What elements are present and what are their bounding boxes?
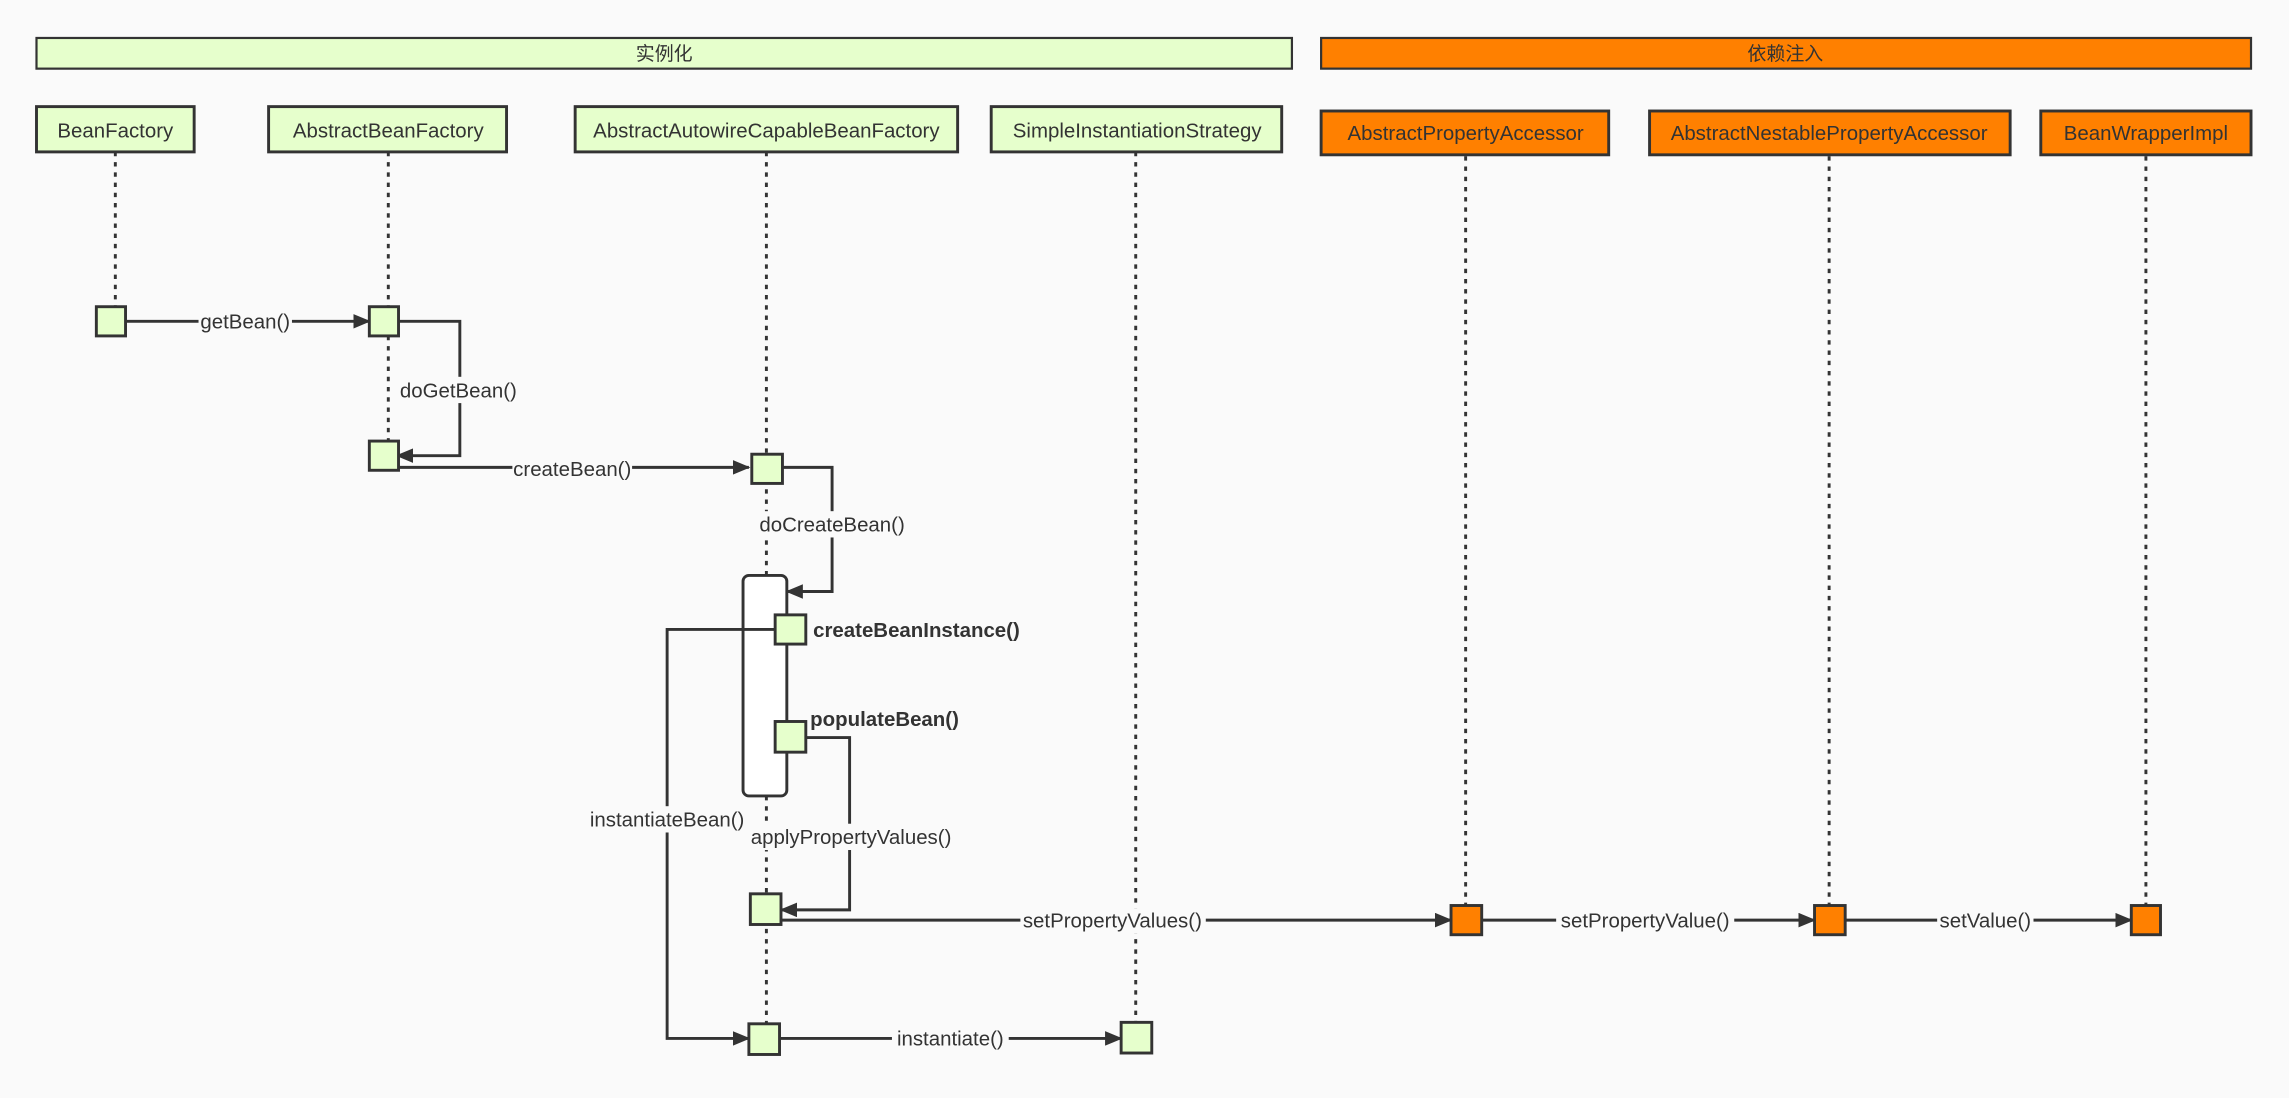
message-setpropertyvalues: setPropertyValues() <box>1023 909 1202 932</box>
participant-label: AbstractAutowireCapableBeanFactory <box>593 119 940 142</box>
participant-abstractpropertyaccessor: AbstractPropertyAccessor <box>1319 109 1611 157</box>
message-instantiatebean: instantiateBean() <box>590 809 744 832</box>
participant-label: AbstractBeanFactory <box>293 119 485 142</box>
participant-abstractautowirecapablebeanfactory: AbstractAutowireCapableBeanFactory <box>573 105 960 154</box>
participant-label: SimpleInstantiationStrategy <box>1013 119 1263 142</box>
message-populatebean: populateBean() <box>810 708 959 731</box>
participant-abstractnestablepropertyaccessor: AbstractNestablePropertyAccessor <box>1648 109 2012 157</box>
participant-label: BeanWrapperImpl <box>2064 122 2228 145</box>
message-instantiate: instantiate() <box>897 1028 1004 1051</box>
participant-simpleinstantiationstrategy: SimpleInstantiationStrategy <box>989 105 1284 154</box>
group-instantiation-label: 实例化 <box>636 43 693 65</box>
group-dependency-injection-label: 依赖注入 <box>1747 43 1823 65</box>
message-applypropertyvalues: applyPropertyValues() <box>751 826 952 849</box>
message-docreatebean: doCreateBean() <box>759 514 904 537</box>
message-createbean: createBean() <box>513 458 631 481</box>
message-createbeaninstance: createBeanInstance() <box>813 619 1020 642</box>
group-dependency-injection: 依赖注入 <box>1320 36 2253 70</box>
participant-label: AbstractNestablePropertyAccessor <box>1671 122 1988 145</box>
participant-beanfactory: BeanFactory <box>35 105 196 154</box>
participant-abstractbeanfactory: AbstractBeanFactory <box>267 105 509 154</box>
message-dogetbean: doGetBean() <box>400 379 517 402</box>
participant-label: BeanFactory <box>57 119 174 142</box>
participant-label: AbstractPropertyAccessor <box>1348 122 1584 145</box>
participant-beanwrapperimpl: BeanWrapperImpl <box>2039 109 2253 157</box>
instantiatebean-arrow <box>665 628 776 1046</box>
message-setvalue: setValue() <box>1940 909 2032 932</box>
message-labels: getBean() doGetBean() createBean() doCre… <box>200 311 2031 1051</box>
message-setpropertyvalue: setPropertyValue() <box>1561 909 1730 932</box>
message-getbean: getBean() <box>200 311 290 334</box>
activations <box>94 305 2162 1056</box>
docreatebean-activation <box>741 573 789 798</box>
lifelines <box>113 151 2148 1026</box>
label-backgrounds <box>198 308 2034 1052</box>
group-instantiation: 实例化 <box>35 36 1294 70</box>
